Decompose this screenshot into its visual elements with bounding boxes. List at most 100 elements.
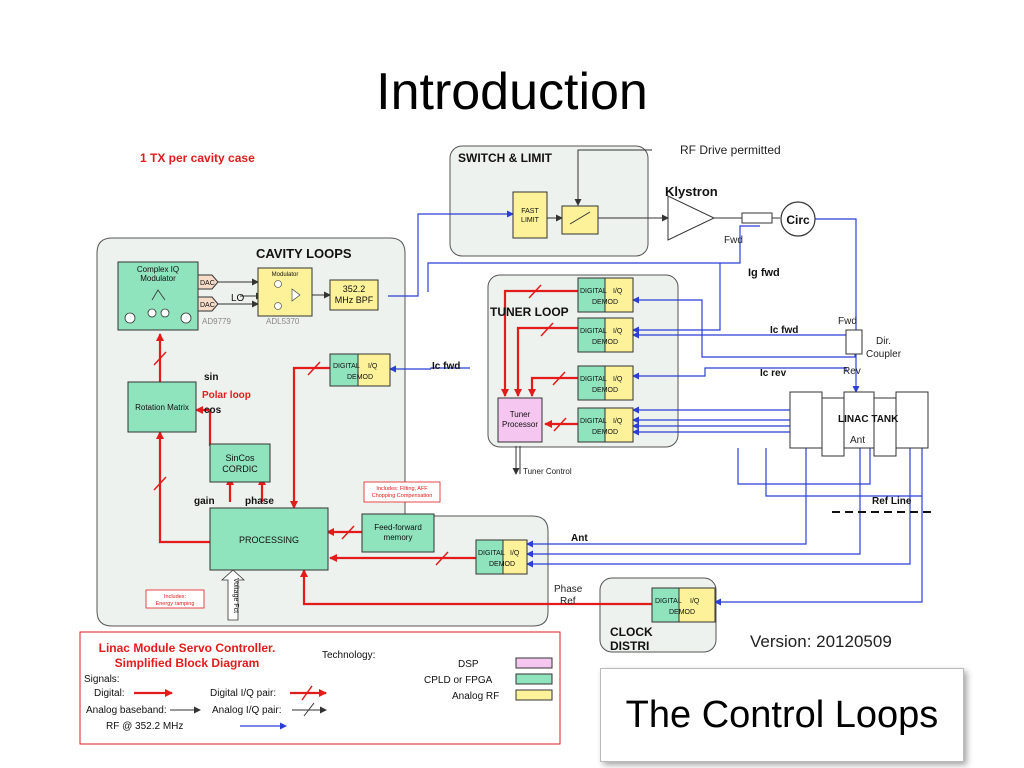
processing-block bbox=[209, 507, 329, 571]
legend-dsp-swatch bbox=[515, 657, 553, 669]
iq-demod-iq-text: I/Q bbox=[368, 363, 378, 370]
legend-title-line-1: Linac Module Servo Controller. bbox=[99, 641, 276, 655]
dac-block-1 bbox=[197, 274, 219, 290]
includes-energy-line-1: Includes: bbox=[164, 594, 186, 600]
feed-forward-line-2: memory bbox=[384, 533, 413, 542]
iq-demod-demod-text: DEMOD bbox=[592, 387, 618, 394]
caption-text: The Control Loops bbox=[625, 693, 939, 736]
legend-digital-label: Digital: bbox=[94, 688, 125, 699]
iq-demod-digital-text: DIGITAL bbox=[478, 550, 505, 557]
dir-coupler-line-1: Dir. bbox=[876, 336, 891, 347]
phase-ref-line-2: Ref bbox=[560, 596, 576, 607]
linac-tank bbox=[789, 391, 929, 457]
tuner-processor-line-1: Tuner bbox=[510, 410, 531, 419]
dac-label-2: DAC bbox=[200, 302, 215, 309]
legend-cpld-swatch bbox=[515, 673, 553, 685]
dir-coupler-line-2: Coupler bbox=[866, 349, 902, 360]
legend-analog-baseband-label: Analog baseband: bbox=[86, 705, 167, 716]
clock-distri-line-1: CLOCK bbox=[610, 625, 653, 639]
fwd-klystron-label: Fwd bbox=[724, 235, 743, 246]
case-label: 1 TX per cavity case bbox=[140, 151, 255, 165]
fast-limit-line-1: FAST bbox=[521, 208, 539, 215]
directional-coupler bbox=[845, 329, 863, 355]
fast-limit-line-2: LIMIT bbox=[521, 217, 540, 224]
sincos-cordic-block bbox=[209, 443, 271, 483]
iq-demod-demod-text: DEMOD bbox=[592, 339, 618, 346]
lo-label: LO bbox=[231, 293, 245, 304]
iq-demod-demod-text: DEMOD bbox=[669, 609, 695, 616]
sin-label: sin bbox=[204, 372, 218, 383]
tuner-control-label: Tuner Control bbox=[523, 467, 572, 476]
legend-box bbox=[79, 631, 561, 745]
adl5370-label: ADL5370 bbox=[266, 317, 300, 326]
sincos-cordic-line-2: CORDIC bbox=[222, 464, 258, 474]
rotation-matrix-label: Rotation Matrix bbox=[135, 403, 189, 412]
klystron-label: Klystron bbox=[665, 184, 718, 199]
includes-energy-line-2: Energy ramping bbox=[156, 601, 195, 607]
dac-block-2 bbox=[197, 296, 219, 312]
iq-demod-demod-text: DEMOD bbox=[592, 299, 618, 306]
legend-cpld-label: CPLD or FPGA bbox=[424, 675, 493, 686]
rf-drive-permitted-label: RF Drive permitted bbox=[680, 143, 781, 157]
fwd-coupler-small bbox=[741, 212, 773, 224]
iq-demod-digital-text: DIGITAL bbox=[580, 418, 607, 425]
legend-analog-rf-label: Analog RF bbox=[452, 691, 499, 702]
rotation-matrix-block bbox=[127, 381, 197, 433]
sincos-cordic-line-1: SinCos bbox=[225, 453, 255, 463]
dac-label-1: DAC bbox=[200, 280, 215, 287]
phase-ref-line-1: Phase bbox=[554, 584, 583, 595]
ig-fwd-label: Ig fwd bbox=[748, 267, 780, 279]
iq-demod-demod-text: DEMOD bbox=[489, 561, 515, 568]
ant-tank-label: Ant bbox=[850, 435, 865, 446]
voltage-fct-arrow bbox=[220, 569, 246, 621]
linac-tank-label: LINAC TANK bbox=[838, 414, 899, 425]
tuner-loop-label: TUNER LOOP bbox=[490, 305, 569, 319]
complex-iq-modulator-line-2: Modulator bbox=[140, 274, 176, 283]
iq-demod-digital-text: DIGITAL bbox=[655, 598, 682, 605]
includes-filtering-line-1: Includes: Filting, AFF bbox=[376, 486, 428, 492]
iq-demod-digital-text: DIGITAL bbox=[333, 363, 360, 370]
clock-distri-line-2: DISTRI bbox=[610, 639, 649, 653]
phase-label: phase bbox=[245, 496, 274, 507]
includes-energy-note bbox=[145, 589, 205, 609]
gain-label: gain bbox=[194, 496, 215, 507]
circ-label: Circ bbox=[786, 213, 810, 227]
tuner-processor-block bbox=[497, 397, 543, 443]
legend-technology-label: Technology: bbox=[322, 650, 375, 661]
modulator-block bbox=[257, 267, 313, 317]
includes-filtering-note bbox=[363, 481, 441, 503]
ref-line-label: Ref Line bbox=[872, 496, 912, 507]
bpf-block bbox=[329, 279, 379, 311]
ic-fwd-left-label: Ic fwd bbox=[432, 361, 460, 372]
legend-dsp-label: DSP bbox=[458, 659, 479, 670]
bpf-line-2: MHz BPF bbox=[335, 295, 374, 305]
feed-forward-line-1: Feed-forward bbox=[374, 523, 422, 532]
circulator bbox=[780, 201, 816, 237]
iq-demod-demod-text: DEMOD bbox=[592, 429, 618, 436]
feed-forward-memory-block bbox=[361, 513, 435, 553]
legend-digital-iq-pair-label: Digital I/Q pair: bbox=[210, 688, 276, 699]
iq-demod-iq-text: I/Q bbox=[613, 288, 623, 295]
cavity-loops-label: CAVITY LOOPS bbox=[256, 246, 352, 261]
ic-fwd-right-label: Ic fwd bbox=[770, 325, 798, 336]
iq-demod-iq-text: I/Q bbox=[613, 328, 623, 335]
ic-rev-label: Ic rev bbox=[760, 368, 787, 379]
legend-signals-label: Signals: bbox=[84, 674, 120, 685]
cos-label: cos bbox=[204, 405, 222, 416]
processing-label: PROCESSING bbox=[239, 535, 299, 545]
ant-label: Ant bbox=[571, 533, 588, 544]
voltage-fct-label: Voltage Fct bbox=[232, 578, 239, 613]
modulator-label: Modulator bbox=[272, 272, 299, 278]
complex-iq-modulator-line-1: Complex IQ bbox=[137, 265, 179, 274]
rev-label: Rev bbox=[843, 366, 861, 377]
polar-loop-label: Polar loop bbox=[202, 390, 251, 401]
iq-demod-iq-text: I/Q bbox=[613, 376, 623, 383]
klystron-amplifier bbox=[667, 195, 716, 241]
includes-filtering-line-2: Chopping Compensation bbox=[372, 493, 433, 499]
legend-analog-rf-swatch bbox=[515, 689, 553, 701]
iq-demod-demod-text: DEMOD bbox=[347, 374, 373, 381]
legend-title-line-2: Simplified Block Diagram bbox=[115, 656, 260, 670]
iq-demod-iq-text: I/Q bbox=[613, 418, 623, 425]
iq-demod-tuner-1: DIGITAL I/Q DEMOD bbox=[577, 277, 634, 313]
